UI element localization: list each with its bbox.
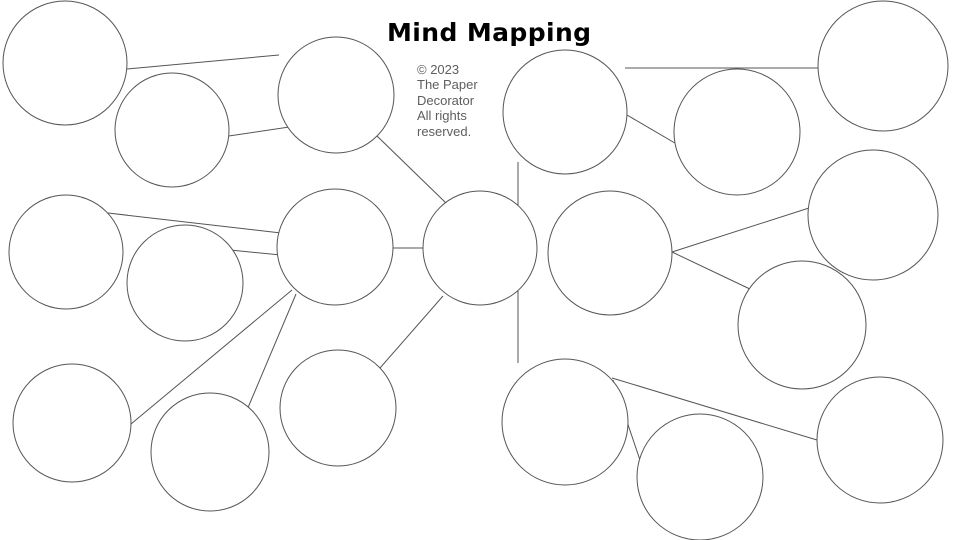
connector-line (246, 293, 297, 411)
mind-map-node-circle[interactable] (12, 363, 132, 483)
connector-line (130, 289, 293, 425)
connector-line (221, 125, 297, 138)
connector-line (611, 377, 818, 441)
mind-map-node-circle[interactable] (501, 358, 629, 486)
connector-lines-group (107, 54, 818, 476)
mind-map-node-circle[interactable] (2, 0, 128, 126)
mind-map-node-circle[interactable] (636, 413, 764, 540)
mind-map-node-circle[interactable] (276, 188, 394, 306)
connector-line (376, 135, 447, 204)
mind-map-node-circle[interactable] (673, 68, 801, 196)
copyright-line: The Paper (417, 77, 478, 93)
mind-map-node-circle[interactable] (8, 194, 124, 310)
connector-line (671, 251, 753, 291)
mind-map-node-circle[interactable] (737, 260, 867, 390)
mind-map-node-circle[interactable] (277, 36, 395, 154)
mind-map-node-circle[interactable] (150, 392, 270, 512)
mind-map-node-circle[interactable] (816, 376, 944, 504)
connector-line (126, 54, 280, 70)
mind-map-node-circle[interactable] (502, 49, 628, 175)
mind-map-node-circle[interactable] (817, 0, 949, 132)
page-title: Mind Mapping (387, 18, 592, 47)
copyright-line: Decorator (417, 92, 475, 108)
mind-map-node-circle[interactable] (126, 224, 244, 342)
copyright-line: © 2023 (417, 62, 460, 77)
mind-map-node-circle[interactable] (422, 190, 538, 306)
connector-line (626, 114, 681, 147)
copyright-line: All rights (417, 108, 467, 124)
connector-line (107, 212, 282, 234)
mind-map-node-circle[interactable] (807, 149, 939, 281)
copyright-line: reserved. (417, 123, 472, 139)
mind-map-node-circle[interactable] (547, 190, 673, 316)
connector-line (379, 295, 444, 369)
connector-line (671, 207, 810, 253)
connector-line (229, 249, 282, 256)
mind-map-node-circle[interactable] (279, 349, 397, 467)
mind-map-node-circle[interactable] (114, 72, 230, 188)
